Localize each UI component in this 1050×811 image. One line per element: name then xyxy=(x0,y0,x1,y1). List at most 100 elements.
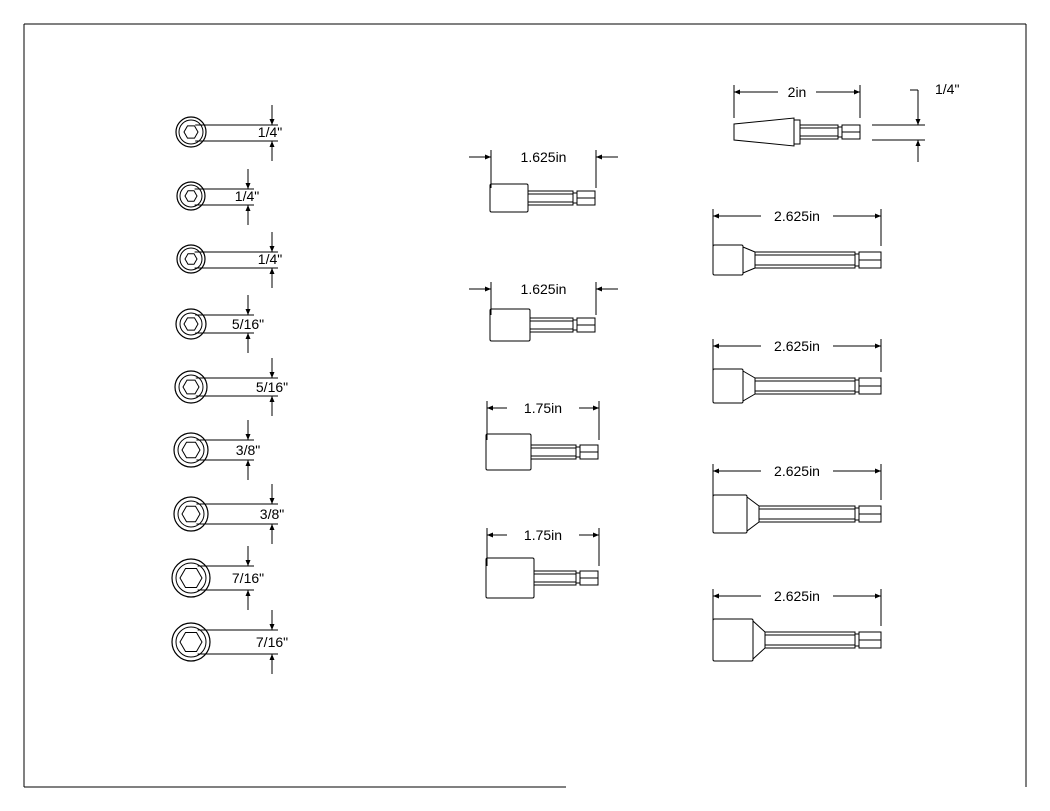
socket-inner-circle xyxy=(179,312,203,336)
hex-shank xyxy=(529,317,574,333)
dimension-arrow xyxy=(593,532,599,538)
length-label: 2.625in xyxy=(774,463,820,479)
shank-groove xyxy=(575,572,581,584)
hex-opening xyxy=(179,632,203,652)
hex-shank xyxy=(754,377,856,395)
dimension-arrow xyxy=(875,468,881,474)
socket-head xyxy=(489,183,529,213)
socket-inner-circle xyxy=(179,247,203,271)
socket-end-view: 5/16" xyxy=(174,358,288,416)
dimension-arrow xyxy=(269,654,275,660)
socket-outer-circle xyxy=(173,496,209,532)
socket-size-label: 1/4" xyxy=(258,124,282,140)
socket-inner-circle xyxy=(179,184,203,208)
length-label: 2.625in xyxy=(774,588,820,604)
socket-end-view: 3/8" xyxy=(173,484,284,544)
dimension-arrow xyxy=(713,343,719,349)
driver-side-view: 2.625in xyxy=(712,588,882,662)
shank-groove xyxy=(572,319,578,331)
dimension-arrow xyxy=(245,590,251,596)
socket-end-view: 7/16" xyxy=(171,610,288,674)
taper-collar xyxy=(742,370,756,402)
socket-inner-circle xyxy=(178,374,204,400)
hex-opening xyxy=(184,253,198,265)
hex-opening xyxy=(184,190,198,202)
hex-opening xyxy=(183,317,199,331)
socket-end-view: 1/4" xyxy=(176,169,259,225)
driver-side-view: 1.75in xyxy=(485,400,600,471)
socket-outer-circle xyxy=(175,116,207,148)
socket-size-label: 5/16" xyxy=(256,379,288,395)
hex-opening xyxy=(181,505,201,523)
hex-opening xyxy=(181,441,201,459)
dimension-arrow xyxy=(713,593,719,599)
hex-shank xyxy=(758,505,856,523)
driver-side-view: 1.625in xyxy=(469,281,618,342)
taper-collar xyxy=(742,246,756,274)
length-label: 1.625in xyxy=(521,149,567,165)
shank-groove xyxy=(854,379,860,393)
driver-side-view: 1.625in xyxy=(469,149,618,213)
socket-outer-circle xyxy=(173,432,209,468)
hex-opening xyxy=(182,379,200,395)
socket-size-label: 3/8" xyxy=(236,442,260,458)
dimension-arrow xyxy=(485,286,491,292)
socket-size-label: 1/4" xyxy=(258,251,282,267)
length-label: 2.625in xyxy=(774,338,820,354)
socket-head xyxy=(489,308,531,342)
socket-end-view: 1/4" xyxy=(176,232,282,288)
dimension-arrow xyxy=(875,213,881,219)
socket-inner-circle xyxy=(177,436,205,464)
dimension-arrow xyxy=(485,154,491,160)
dimension-arrow xyxy=(269,372,275,378)
hex-shank xyxy=(527,190,574,206)
hex-shank xyxy=(754,251,856,269)
tapered-socket-head xyxy=(733,117,795,147)
driver-side-view-2in: 2in 1/4" xyxy=(733,81,959,162)
socket-outer-circle xyxy=(175,308,207,340)
length-label: 2in xyxy=(788,84,807,100)
shank-groove xyxy=(575,446,581,458)
dimension-arrow xyxy=(854,89,860,95)
taper-collar xyxy=(746,496,760,532)
socket-head xyxy=(712,494,748,534)
dimension-arrow xyxy=(269,624,275,630)
dimension-arrow xyxy=(487,532,493,538)
socket-outer-circle xyxy=(176,181,206,211)
socket-head xyxy=(712,368,744,404)
dimension-arrow xyxy=(245,434,251,440)
shank-size-label: 1/4" xyxy=(935,81,959,97)
length-label: 1.75in xyxy=(524,400,562,416)
socket-outer-circle xyxy=(174,370,208,404)
dimension-arrow xyxy=(713,468,719,474)
socket-end-view: 5/16" xyxy=(175,295,264,353)
shank-groove xyxy=(854,253,860,267)
socket-outer-circle xyxy=(176,244,206,274)
socket-inner-circle xyxy=(175,626,207,658)
socket-size-label: 1/4" xyxy=(235,188,259,204)
socket-inner-circle xyxy=(177,500,205,528)
socket-outer-circle xyxy=(171,622,211,662)
hex-shank xyxy=(530,444,577,460)
taper-collar xyxy=(752,619,766,661)
socket-inner-circle xyxy=(175,562,207,594)
dimension-arrow xyxy=(734,89,740,95)
dimension-arrow xyxy=(269,268,275,274)
dimension-arrow xyxy=(596,286,602,292)
dimension-arrow xyxy=(245,560,251,566)
dimension-arrow xyxy=(487,405,493,411)
dimension-arrow xyxy=(269,119,275,125)
dimension-arrow xyxy=(269,524,275,530)
socket-head xyxy=(712,244,744,276)
shank-groove xyxy=(837,126,843,138)
dimension-arrow xyxy=(269,246,275,252)
driver-side-view: 2.625in xyxy=(712,338,882,404)
dimension-arrow xyxy=(269,396,275,402)
driver-column-middle: 1.625in 1.625in 1.75in 1.75in xyxy=(469,149,618,599)
length-label: 1.75in xyxy=(524,527,562,543)
dimension-arrow xyxy=(245,333,251,339)
dimension-arrow xyxy=(713,213,719,219)
hex-shank xyxy=(764,631,856,649)
socket-head xyxy=(485,557,535,599)
